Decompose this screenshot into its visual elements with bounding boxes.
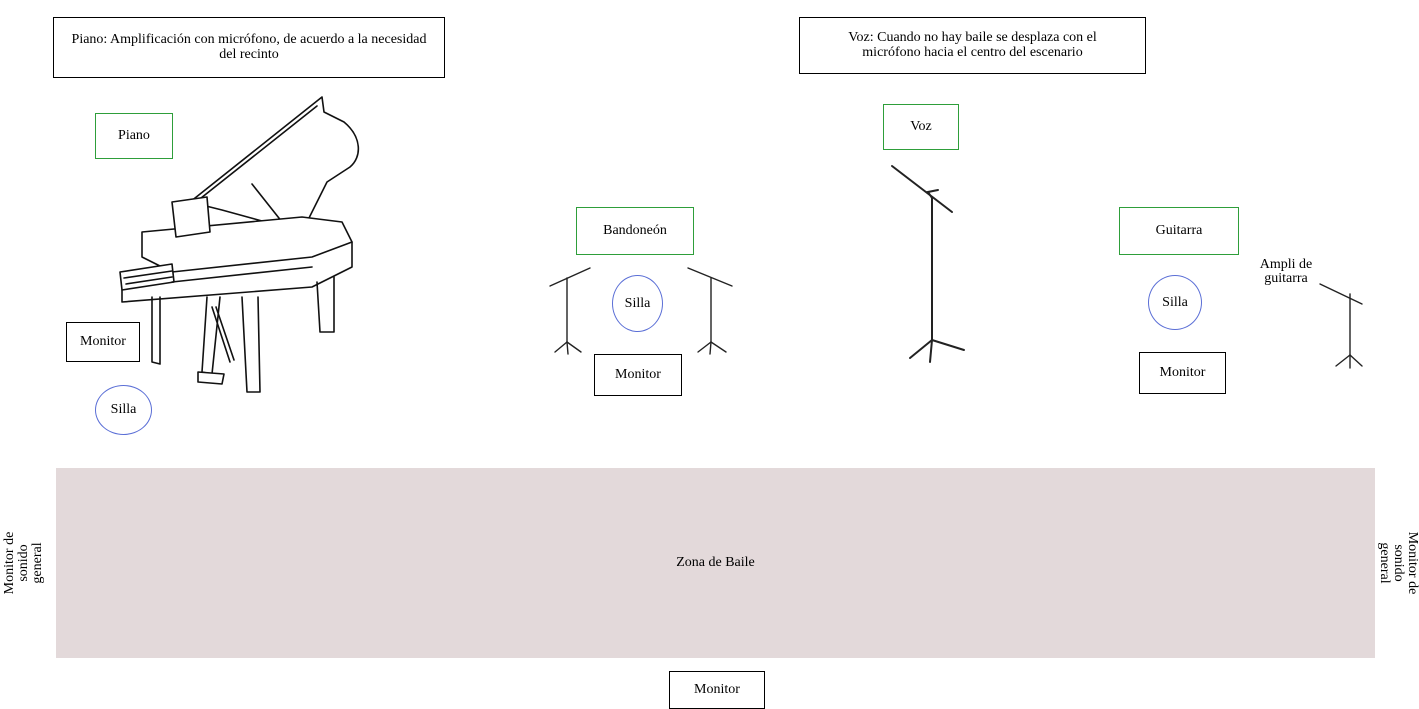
left-general-monitor-text: Monitor de sonido general bbox=[2, 531, 45, 595]
bandoneon-label-text: Bandoneón bbox=[603, 222, 667, 238]
piano-note: Piano: Amplificación con micrófono, de a… bbox=[53, 17, 445, 78]
piano-label: Piano bbox=[95, 113, 173, 159]
piano-monitor: Monitor bbox=[66, 322, 140, 362]
mic-stand-icon bbox=[891, 165, 965, 363]
mic-stand-icon bbox=[687, 267, 733, 355]
guitar-chair: Silla bbox=[1148, 275, 1202, 330]
piano-chair: Silla bbox=[95, 385, 152, 435]
guitar-monitor: Monitor bbox=[1139, 352, 1226, 394]
grand-piano-icon bbox=[119, 96, 360, 393]
voice-note-text: Voz: Cuando no hay baile se desplaza con… bbox=[848, 29, 1097, 60]
guitar-label: Guitarra bbox=[1119, 207, 1239, 255]
guitar-label-text: Guitarra bbox=[1155, 222, 1203, 238]
mic-stand-icon bbox=[1319, 283, 1363, 369]
front-monitor: Monitor bbox=[669, 671, 765, 709]
guitar-amp-text: Ampli de guitarra bbox=[1259, 257, 1313, 286]
guitar-amp-label: Ampli de guitarra bbox=[1255, 258, 1317, 286]
front-monitor-text: Monitor bbox=[694, 681, 740, 697]
guitar-monitor-text: Monitor bbox=[1159, 364, 1206, 380]
piano-chair-text: Silla bbox=[110, 402, 137, 417]
left-general-monitor: Monitor de sonido general bbox=[2, 503, 45, 623]
piano-monitor-text: Monitor bbox=[80, 333, 126, 349]
right-general-monitor-text: Monitor de sonido general bbox=[1377, 531, 1419, 595]
voice-label: Voz bbox=[883, 104, 959, 150]
piano-note-text: Piano: Amplificación con micrófono, de a… bbox=[71, 31, 427, 62]
dance-zone: Zona de Baile bbox=[56, 468, 1375, 658]
right-general-monitor: Monitor de sonido general bbox=[1377, 503, 1419, 623]
voice-note: Voz: Cuando no hay baile se desplaza con… bbox=[799, 17, 1146, 74]
mic-stand-icon bbox=[549, 267, 591, 355]
bandoneon-chair-text: Silla bbox=[624, 295, 651, 311]
bandoneon-monitor: Monitor bbox=[594, 354, 682, 396]
bandoneon-label: Bandoneón bbox=[576, 207, 694, 255]
bandoneon-chair: Silla bbox=[612, 275, 663, 332]
voice-label-text: Voz bbox=[910, 118, 932, 134]
piano-label-text: Piano bbox=[118, 127, 150, 143]
bandoneon-monitor-text: Monitor bbox=[615, 366, 661, 382]
guitar-chair-text: Silla bbox=[1162, 294, 1188, 310]
dance-zone-label: Zona de Baile bbox=[676, 555, 755, 570]
